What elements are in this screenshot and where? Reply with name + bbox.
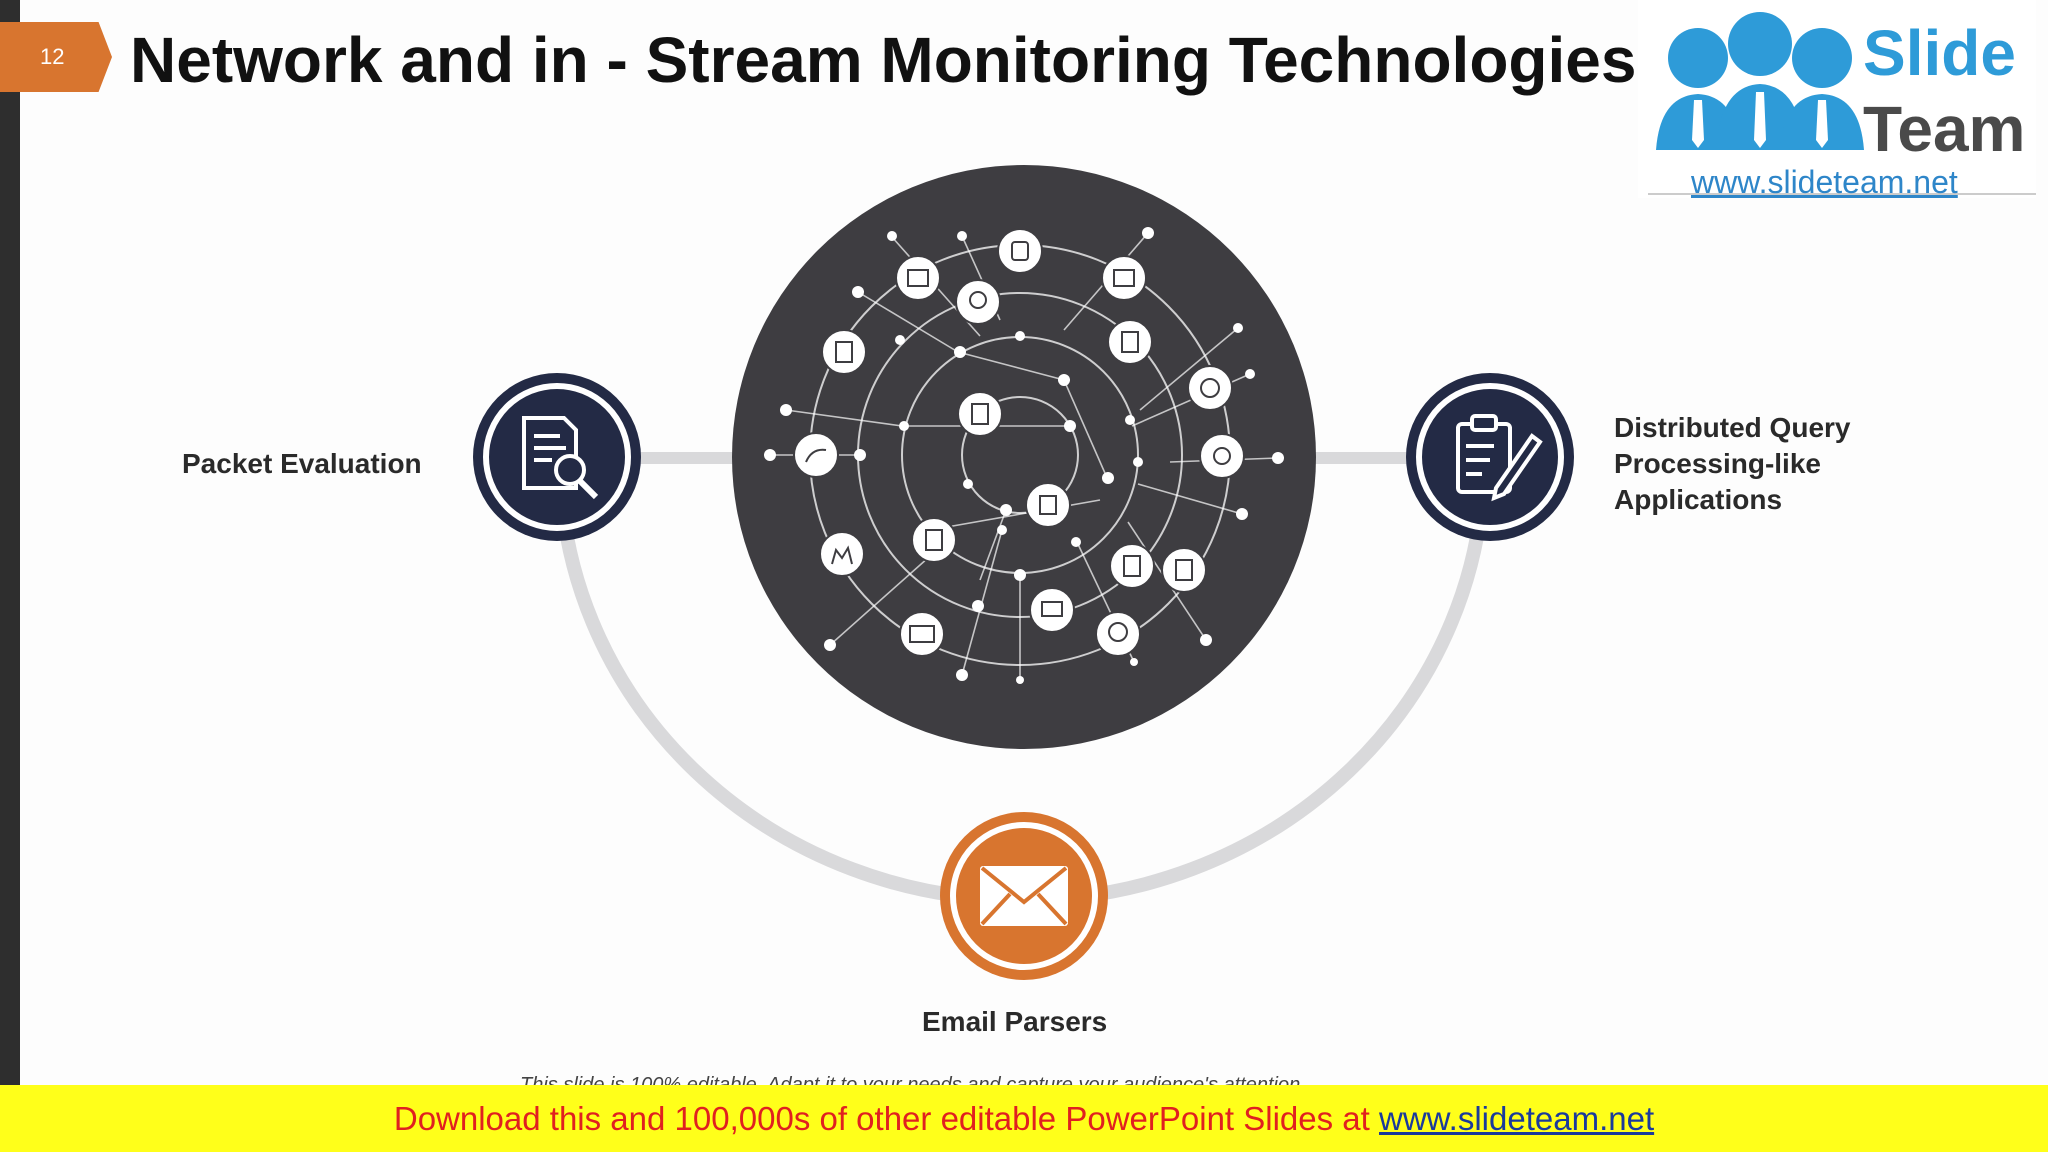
slide-title: Network and in - Stream Monitoring Techn…: [130, 24, 1637, 96]
banner-text: Download this and 100,000s of other edit…: [393, 1100, 1379, 1137]
banner-link[interactable]: www.slideteam.net: [1379, 1100, 1655, 1137]
slide-number-badge: 12: [0, 22, 112, 92]
clipboard-pen-icon: [1456, 414, 1543, 502]
label-email-parsers: Email Parsers: [922, 1006, 1108, 1037]
logo-word-team: Team: [1863, 93, 2026, 165]
email-parsers-node: [940, 812, 1108, 980]
people-logo-icon: [1648, 12, 2036, 195]
logo-url-link[interactable]: www.slideteam.net: [1691, 164, 1958, 198]
download-banner[interactable]: Download this and 100,000s of other edit…: [0, 1085, 2048, 1152]
packet-evaluation-node: [473, 373, 641, 541]
distributed-query-node: [1406, 373, 1574, 541]
label-distributed-query: Distributed Query Processing-like Applic…: [1614, 412, 1851, 515]
slideteam-logo[interactable]: Slide Team www.slideteam.net: [1638, 0, 2036, 198]
envelope-icon: [980, 866, 1068, 926]
label-packet-evaluation: Packet Evaluation: [182, 448, 422, 479]
logo-word-slide: Slide: [1863, 17, 2016, 89]
document-search-icon: [522, 416, 599, 500]
network-hub: [732, 165, 1316, 749]
left-edge-strip: [0, 0, 20, 1085]
footnote-text: This slide is 100% editable. Adapt it to…: [520, 1074, 1306, 1086]
